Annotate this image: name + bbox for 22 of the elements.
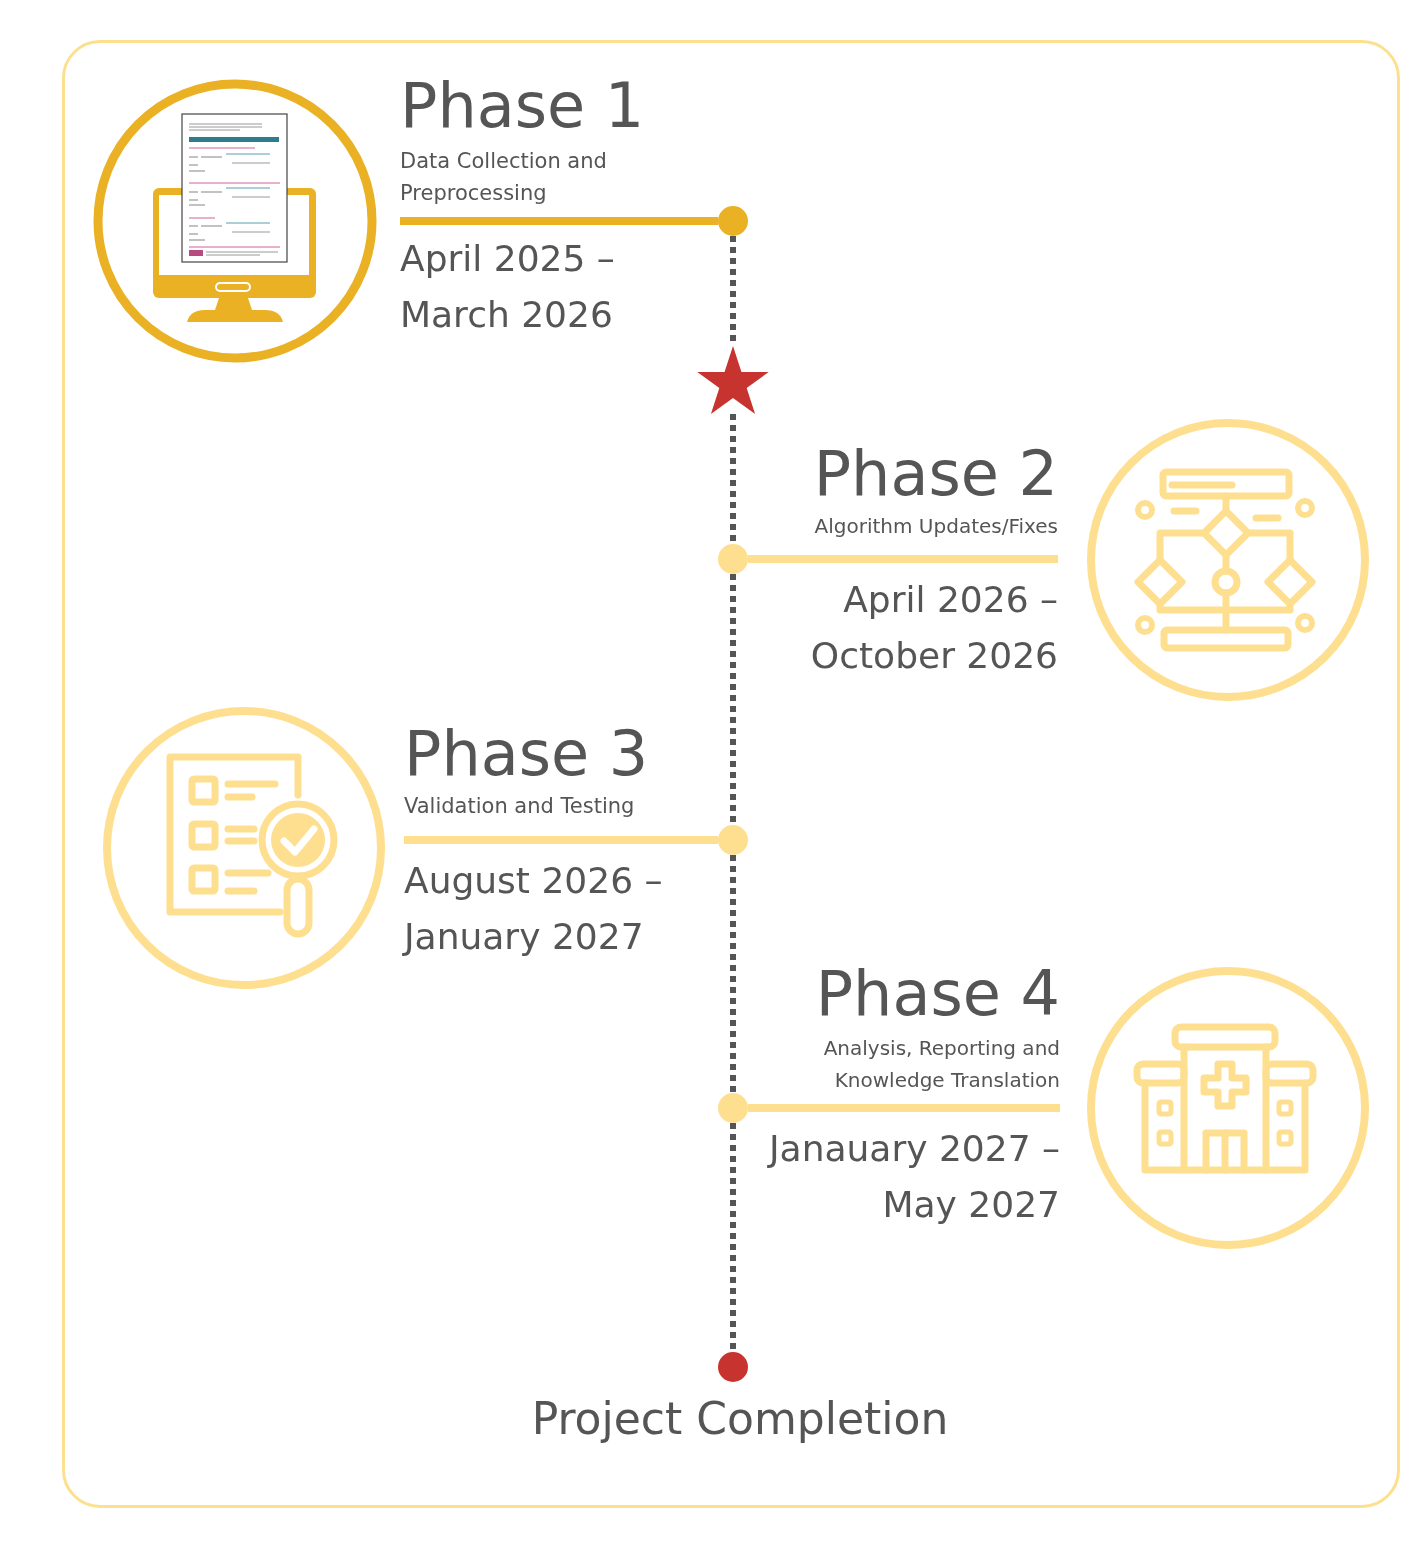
phase-heading: Phase 3 [404,718,649,790]
phase-subtitle: Validation and Testing [404,793,635,820]
phase-heading: Phase 2 [813,438,1058,510]
phase-heading: Phase 1 [400,70,645,142]
star-icon [697,346,769,414]
milestone-label: Project Completion [531,1393,949,1445]
phase-subtitle: Analysis, Reporting and Knowledge Translation [822,1035,1060,1094]
timeline-dot [718,1093,748,1123]
dotted-line [730,574,736,825]
date-range: April 2025 – March 2026 [400,237,616,337]
phase-heading: Phase 4 [815,958,1060,1030]
timeline-dot [718,1352,748,1382]
phase-subtitle: Algorithm Updates/Fixes [814,513,1058,540]
timeline-dot [718,544,748,574]
dotted-line [730,855,736,1093]
dotted-line [730,1123,736,1352]
date-range: August 2026 – January 2027 [404,859,664,959]
phase-subtitle: Data Collection and Preprocessing [400,148,608,207]
timeline-dot [718,825,748,855]
date-range: April 2026 – October 2026 [809,578,1058,678]
timeline-dot [718,206,748,236]
date-range: Janauary 2027 – May 2027 [767,1127,1060,1227]
